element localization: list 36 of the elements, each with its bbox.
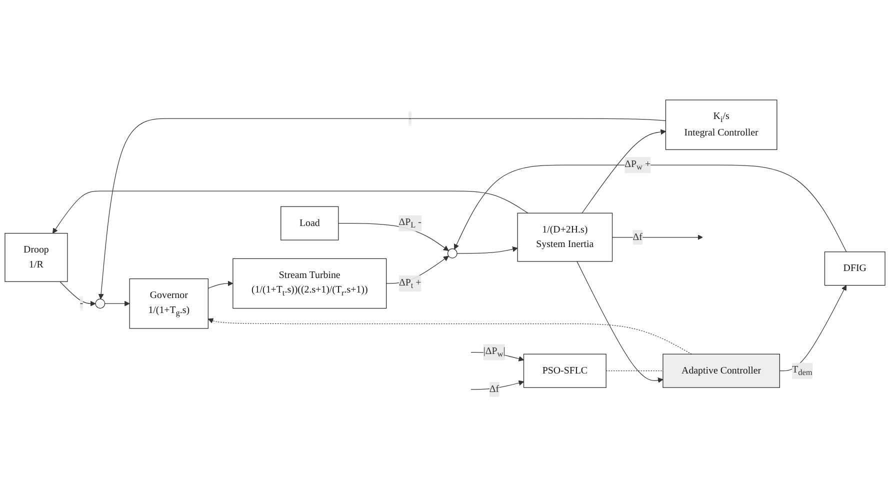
node-box: K$_{i}$/s Integral Controller [665,99,778,150]
edge-label: Δf [489,384,500,394]
arrow [582,128,666,214]
edge-label: - [408,112,412,124]
edge-label: ΔP$_{w}$ + [624,158,651,172]
arrow [470,380,524,390]
node-circle [447,248,458,258]
arrow [454,164,847,252]
arrow [338,222,449,251]
node-box: 1/(D+2H.s) System Inertia [517,212,613,262]
arrow [208,318,692,354]
node-box: PSO-SFLC [523,353,606,388]
edge-label: ΔP$_{L}$ - [398,216,422,230]
arrow [779,284,846,371]
edge-label: Δf [632,231,642,242]
arrow [60,280,96,306]
connector [606,370,664,371]
arrow [104,300,130,306]
arrow [208,280,234,288]
arrow [456,246,518,254]
node-box: Adaptive Controller [662,353,780,388]
node-box: DFIG [824,251,886,286]
node-circle [95,298,106,308]
node-box: Governor 1/(1+T$_{g}$.s) [129,278,208,328]
edge-label: ΔP$_{t}$ + [398,276,422,290]
arrow [576,260,664,383]
edge-label: T$_{dem}$ [792,364,812,377]
edge-label: - [80,298,84,308]
node-box: Load [280,206,339,240]
arrow [52,190,528,234]
arrow [386,256,449,284]
node-box: Stream Turbine (1/(1+T$_{t}$.s))((2.s+1)/(T$_{r}$.s+1)) [232,258,387,308]
node-box: Droop 1/R [4,232,68,282]
arrow [612,234,703,240]
arrow [98,118,666,299]
edge-label: |ΔP$_{w}$| [483,346,506,358]
